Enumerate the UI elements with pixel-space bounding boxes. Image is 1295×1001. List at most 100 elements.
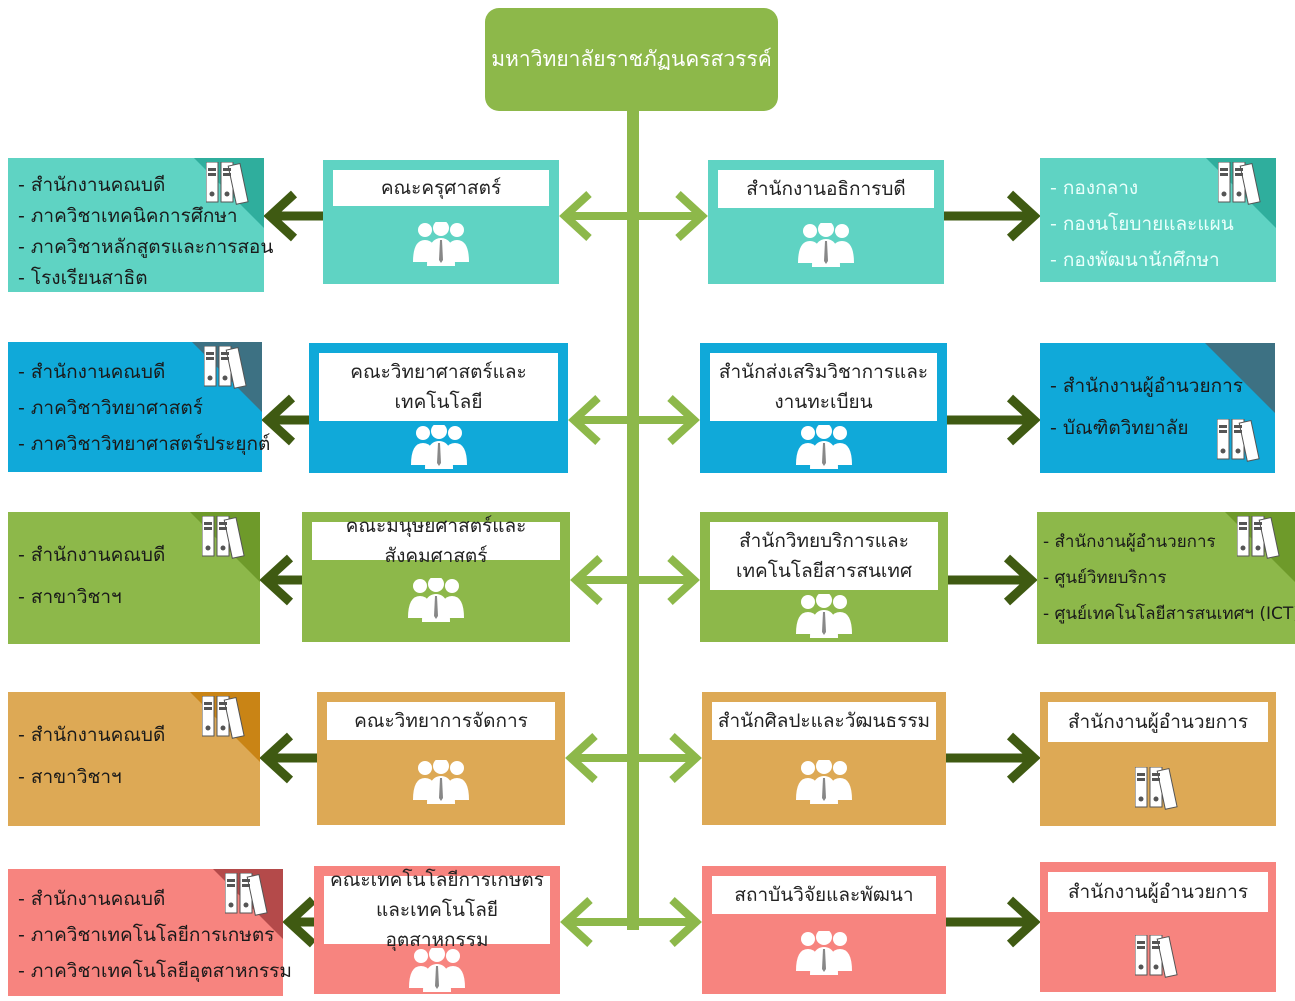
sub-unit-item: - ศูนย์วิทยบริการ xyxy=(1043,568,1167,588)
sub-arrow-left xyxy=(263,190,323,242)
sub-unit-item: - โรงเรียนสาธิต xyxy=(18,267,148,289)
right-unit-1[interactable]: สำนักงานอธิการบดี xyxy=(708,160,944,284)
right-unit-title: สำนักวิทยบริการและเทคโนโลยีสารสนเทศ xyxy=(710,522,938,590)
branch-arrow-left xyxy=(565,733,633,783)
sub-arrow-right xyxy=(946,732,1041,784)
sub-unit-item: - ภาควิชาหลักสูตรและการสอน xyxy=(18,236,274,258)
right-sub-box-3[interactable]: - สำนักงานผู้อำนวยการ - ศูนย์วิทยบริการ - … xyxy=(1037,512,1295,644)
sub-unit-item: - สาขาวิชาฯ xyxy=(18,586,122,608)
people-icon xyxy=(409,948,465,992)
branch-arrow-left xyxy=(559,191,633,241)
left-unit-1[interactable]: คณะครุศาสตร์ xyxy=(323,160,559,284)
sub-unit-list: - สำนักงานผู้อำนวยการ - บัณฑิตวิทยาลัย xyxy=(1050,365,1243,449)
branch-arrow-right xyxy=(633,555,700,605)
right-unit-title: สำนักงานอธิการบดี xyxy=(718,170,934,208)
left-sub-box-2[interactable]: - สำนักงานคณบดี- ภาควิชาวิทยาศาสตร์- ภาค… xyxy=(8,342,270,472)
right-sub-box-2[interactable]: - สำนักงานผู้อำนวยการ - บัณฑิตวิทยาลัย xyxy=(1040,343,1275,473)
right-unit-4[interactable]: สำนักศิลปะและวัฒนธรรม xyxy=(702,692,946,825)
left-unit-5[interactable]: คณะเทคโนโลยีการเกษตรและเทคโนโลยีอุตสาหกร… xyxy=(314,866,560,994)
people-icon xyxy=(413,759,469,804)
branch-arrow-left xyxy=(570,555,633,605)
binder-icon xyxy=(225,873,268,916)
sub-box-title: สำนักงานผู้อำนวยการ xyxy=(1048,702,1268,742)
branch-arrow-right xyxy=(633,395,700,445)
binder-icon xyxy=(202,696,245,739)
sub-unit-item: - สาขาวิชาฯ xyxy=(18,766,122,788)
sub-box-title: สำนักงานผู้อำนวยการ xyxy=(1048,872,1268,912)
left-unit-4[interactable]: คณะวิทยาการจัดการ xyxy=(317,692,565,825)
binder-icon xyxy=(206,162,249,205)
university-title-box[interactable]: มหาวิทยาลัยราชภัฏนครสวรรค์ xyxy=(485,8,778,111)
people-icon xyxy=(796,931,852,975)
sub-unit-list: - สำนักงานผู้อำนวยการ - ศูนย์วิทยบริการ - … xyxy=(1043,524,1295,632)
sub-unit-item: - บัณฑิตวิทยาลัย xyxy=(1050,417,1189,439)
left-unit-3[interactable]: คณะมนุษยศาสตร์และสังคมศาสตร์ xyxy=(302,512,570,642)
left-unit-2[interactable]: คณะวิทยาศาสตร์และเทคโนโลยี xyxy=(309,343,568,473)
binder-icon xyxy=(202,516,245,559)
sub-unit-item: - กองกลาง xyxy=(1050,177,1139,199)
sub-unit-list: - สำนักงานคณบดี - ภาควิชาเทคนิคการศึกษา - … xyxy=(18,170,273,294)
right-sub-box-4[interactable]: สำนักงานผู้อำนวยการ xyxy=(1040,692,1276,826)
corner-fold xyxy=(1205,343,1275,413)
right-sub-box-5[interactable]: สำนักงานผู้อำนวยการ xyxy=(1040,862,1276,992)
sub-arrow-right xyxy=(948,554,1038,606)
sub-unit-item: - กองนโยบายและแผน xyxy=(1050,213,1234,235)
right-unit-5[interactable]: สถาบันวิจัยและพัฒนา xyxy=(702,866,946,994)
left-sub-box-5[interactable]: - สำนักงานคณบดี- ภาควิชาเทคโนโลยีการเกษต… xyxy=(8,869,292,996)
left-unit-title: คณะวิทยาการจัดการ xyxy=(327,702,555,740)
branch-arrow-right xyxy=(633,733,702,783)
left-sub-box-1[interactable]: - สำนักงานคณบดี - ภาควิชาเทคนิคการศึกษา - … xyxy=(8,158,273,292)
university-title: มหาวิทยาลัยราชภัฏนครสวรรค์ xyxy=(491,47,772,71)
sub-unit-list: - สำนักงานคณบดี- สาขาวิชาฯ xyxy=(18,534,165,618)
left-unit-title: คณะวิทยาศาสตร์และเทคโนโลยี xyxy=(319,353,558,421)
sub-unit-item: - กองพัฒนานักศึกษา xyxy=(1050,249,1220,271)
sub-unit-item: - สำนักงานคณบดี xyxy=(18,724,166,746)
binder-icon xyxy=(1218,162,1261,205)
right-unit-title: สำนักส่งเสริมวิชาการและงานทะเบียน xyxy=(710,353,937,421)
binder-icon xyxy=(1135,767,1178,810)
branch-arrow-left xyxy=(560,897,633,947)
sub-unit-item: - ภาควิชาเทคโนโลยีอุตสาหกรรม xyxy=(18,960,292,982)
sub-arrow-right xyxy=(947,394,1041,446)
people-icon xyxy=(798,223,854,267)
left-sub-box-4[interactable]: - สำนักงานคณบดี - สาขาวิชาฯ xyxy=(8,692,260,826)
sub-unit-item: - สำนักงานผู้อำนวยการ xyxy=(1050,375,1243,397)
trunk-line xyxy=(627,110,639,930)
left-unit-title: คณะครุศาสตร์ xyxy=(333,170,549,206)
right-unit-3[interactable]: สำนักวิทยบริการและเทคโนโลยีสารสนเทศ xyxy=(700,512,948,642)
people-icon xyxy=(408,578,464,622)
sub-arrow-left xyxy=(259,732,317,784)
sub-unit-list: - กองกลาง - กองนโยบายและแผน - กองพัฒนานักศ… xyxy=(1050,170,1234,278)
sub-arrow-left xyxy=(259,554,302,606)
sub-unit-item: - ศูนย์เทคโนโลยีสารสนเทศฯ (ICT) xyxy=(1043,604,1295,624)
people-icon xyxy=(796,594,852,638)
left-unit-title: คณะเทคโนโลยีการเกษตรและเทคโนโลยีอุตสาหกร… xyxy=(324,869,550,951)
sub-unit-item: - ภาควิชาวิทยาศาสตร์ xyxy=(18,397,203,419)
sub-unit-item: - ภาควิชาวิทยาศาสตร์ประยุกต์ xyxy=(18,433,271,455)
right-unit-title: สถาบันวิจัยและพัฒนา xyxy=(712,876,936,914)
sub-unit-list: - สำนักงานคณบดี - สาขาวิชาฯ xyxy=(18,714,165,798)
sub-arrow-left xyxy=(282,896,317,948)
sub-arrow-right xyxy=(944,190,1041,242)
binder-icon xyxy=(1135,935,1178,978)
sub-unit-item: - สำนักงานผู้อำนวยการ xyxy=(1043,532,1216,552)
sub-unit-list: - สำนักงานคณบดี- ภาควิชาเทคโนโลยีการเกษต… xyxy=(18,881,292,989)
people-icon xyxy=(795,425,852,469)
binder-icon xyxy=(204,346,247,389)
people-icon xyxy=(413,222,469,266)
left-unit-title: คณะมนุษยศาสตร์และสังคมศาสตร์ xyxy=(312,515,560,567)
binder-icon xyxy=(1217,419,1260,462)
left-sub-box-3[interactable]: - สำนักงานคณบดี- สาขาวิชาฯ xyxy=(8,512,260,644)
right-unit-2[interactable]: สำนักส่งเสริมวิชาการและงานทะเบียน xyxy=(700,343,947,473)
binder-icon xyxy=(1237,516,1280,559)
sub-unit-item: - สำนักงานคณบดี xyxy=(18,888,166,910)
people-icon xyxy=(410,425,467,469)
sub-arrow-right xyxy=(946,896,1041,948)
right-unit-title: สำนักศิลปะและวัฒนธรรม xyxy=(712,702,936,740)
sub-unit-item: - สำนักงานคณบดี xyxy=(18,174,166,196)
sub-unit-item: - ภาควิชาเทคนิคการศึกษา xyxy=(18,205,238,227)
right-sub-box-1[interactable]: - กองกลาง - กองนโยบายและแผน - กองพัฒนานักศ… xyxy=(1040,158,1276,282)
sub-unit-list: - สำนักงานคณบดี- ภาควิชาวิทยาศาสตร์- ภาค… xyxy=(18,354,270,462)
branch-arrow-right xyxy=(633,191,708,241)
